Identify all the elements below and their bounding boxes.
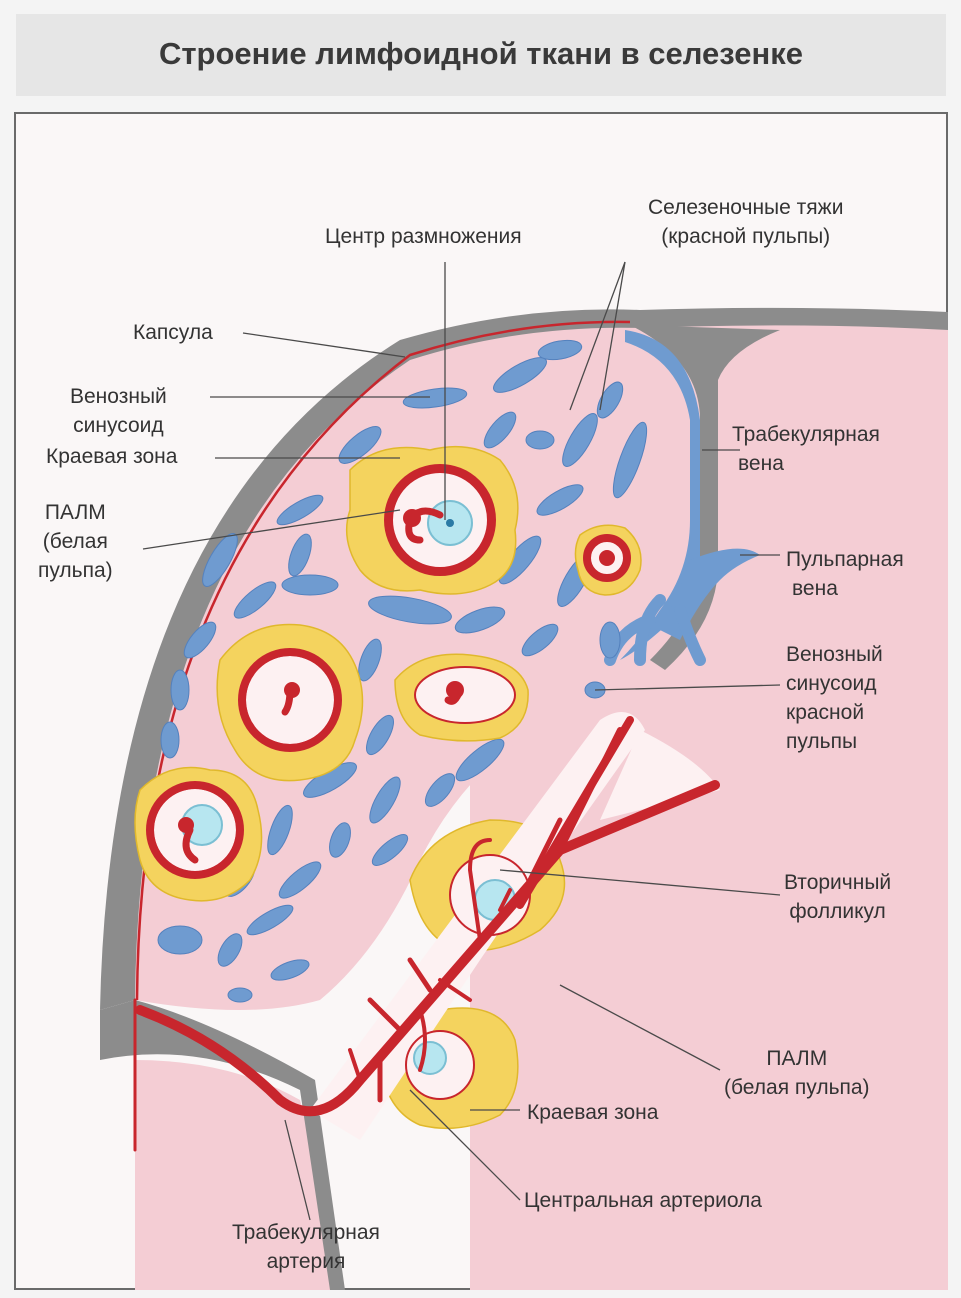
trabecular-vein-shape bbox=[620, 330, 700, 660]
title-bar: Строение лимфоидной ткани в селезенке bbox=[16, 14, 946, 96]
leader-lines bbox=[142, 261, 781, 1221]
trabecula bbox=[630, 325, 780, 670]
label-secondary-follicle: Вторичный фолликул bbox=[784, 871, 892, 923]
label-germinal-center: Центр размножения bbox=[325, 225, 522, 248]
germinal-center-dot bbox=[446, 519, 454, 527]
arteries bbox=[133, 507, 720, 1152]
capsule-lower bbox=[100, 1000, 345, 1290]
label-marginal-zone-bottom: Краевая зона bbox=[527, 1101, 659, 1124]
label-palm-left: ПАЛМ (белая пульпа) bbox=[38, 501, 113, 582]
label-trabecular-artery: Трабекулярная артерия bbox=[232, 1221, 380, 1273]
label-venous-sinusoid: Венозный синусоид bbox=[70, 385, 167, 437]
follicle-rings bbox=[146, 464, 631, 879]
label-central-arteriole: Центральная артериола bbox=[524, 1189, 762, 1212]
label-splenic-cords: Селезеночные тяжи (красной пульпы) bbox=[648, 196, 844, 248]
label-marginal-zone-left: Краевая зона bbox=[46, 445, 178, 468]
label-red-pulp-sinusoid: Венозный синусоид красной пульпы bbox=[786, 643, 883, 753]
page-title: Строение лимфоидной ткани в селезенке bbox=[158, 36, 804, 71]
label-palm-right: ПАЛМ (белая пульпа) bbox=[724, 1047, 870, 1099]
label-trabecular-vein: Трабекулярная вена bbox=[732, 423, 880, 475]
red-pulp-right bbox=[470, 318, 948, 1290]
arteriole-dots bbox=[178, 509, 615, 833]
label-capsule: Капсула bbox=[133, 321, 213, 344]
label-pulp-vein: Пульпарная вена bbox=[786, 548, 904, 600]
red-pulp-bottom bbox=[135, 1060, 330, 1290]
venous-sinusoids bbox=[157, 339, 648, 1003]
